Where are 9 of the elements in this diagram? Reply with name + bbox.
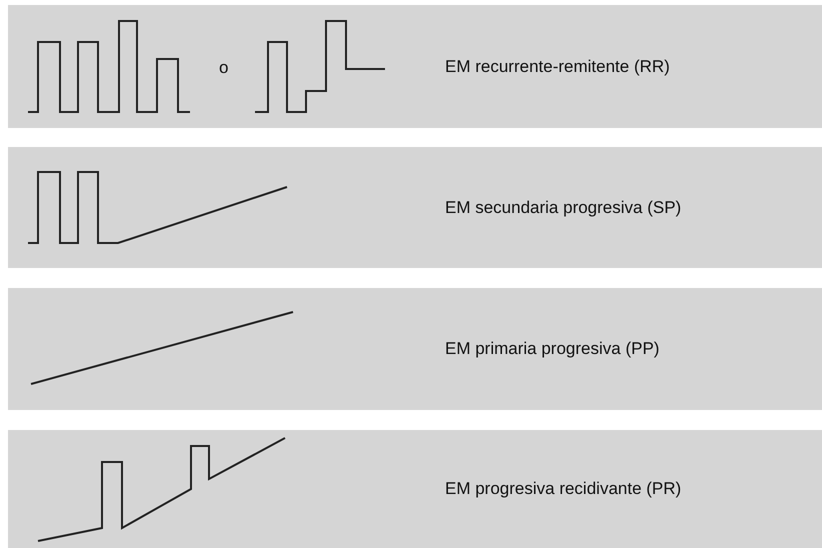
category-label: EM progresiva recidivante (PR) — [445, 479, 682, 499]
connector-word: o — [219, 58, 228, 78]
category-band — [8, 5, 822, 128]
category-band — [8, 147, 822, 268]
category-label: EM recurrente-remitente (RR) — [445, 56, 670, 76]
category-label: EM secundaria progresiva (SP) — [445, 198, 682, 218]
category-label: EM primaria progresiva (PP) — [445, 339, 660, 359]
category-band — [8, 288, 822, 410]
category-band — [8, 430, 822, 548]
